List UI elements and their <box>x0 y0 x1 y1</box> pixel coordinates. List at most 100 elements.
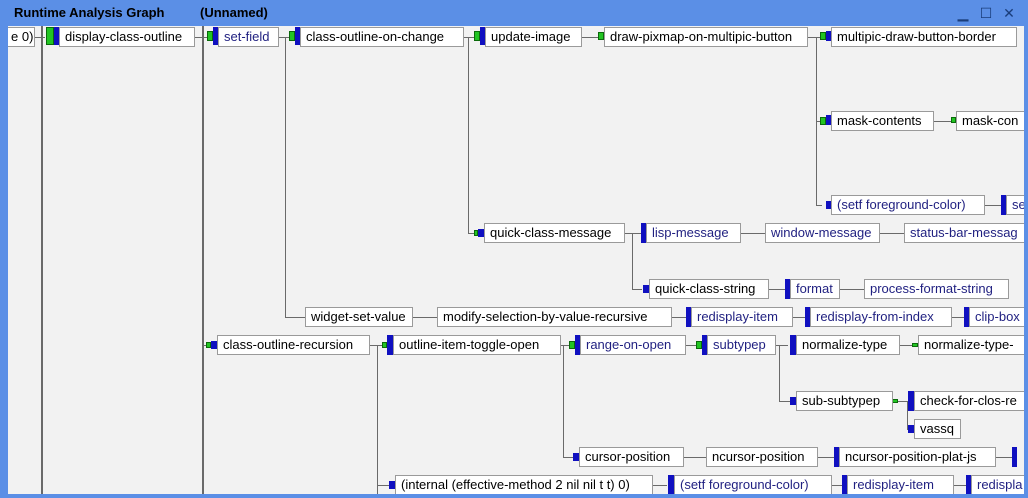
node-marker <box>480 27 485 45</box>
connector-line <box>741 233 765 234</box>
graph-node[interactable]: (internal (effective-method 2 nil nil t … <box>395 475 653 494</box>
connector-line <box>934 121 956 122</box>
graph-node[interactable]: window-message <box>765 223 880 243</box>
graph-node[interactable]: class-outline-on-change <box>300 27 464 47</box>
graph-node[interactable]: redisplay-item <box>847 475 954 494</box>
graph-node[interactable]: redisplay-item <box>691 307 793 327</box>
maximize-icon[interactable]: ☐ <box>979 5 993 21</box>
node-marker <box>382 342 387 348</box>
graph-node[interactable]: vassq <box>914 419 961 439</box>
graph-node[interactable]: display-class-outline <box>59 27 195 47</box>
connector-line <box>563 345 564 457</box>
title-bar[interactable]: Runtime Analysis Graph (Unnamed) ▁ ☐ ✕ <box>0 0 1028 26</box>
graph-node[interactable]: e 0) <box>8 27 35 47</box>
node-marker <box>289 31 295 41</box>
connector-line <box>900 345 912 346</box>
connector-line <box>952 317 964 318</box>
connector-line <box>769 289 785 290</box>
graph-node[interactable]: process-format-string <box>864 279 1009 299</box>
connector-line <box>468 37 469 233</box>
node-marker <box>820 117 826 125</box>
graph-node[interactable]: set-field <box>218 27 279 47</box>
graph-node[interactable]: update-image <box>485 27 582 47</box>
graph-node[interactable]: class-outline-recursion <box>217 335 370 355</box>
connector-line <box>779 401 791 402</box>
node-marker <box>387 335 393 355</box>
graph-node[interactable]: clip-box <box>969 307 1024 327</box>
graph-node[interactable]: subtypep <box>707 335 776 355</box>
graph-node[interactable]: check-for-clos-re <box>914 391 1024 411</box>
graph-node[interactable]: mask-contents <box>831 111 934 131</box>
graph-node[interactable]: se <box>1006 195 1024 215</box>
graph-node[interactable]: status-bar-messag <box>904 223 1024 243</box>
connector-line <box>464 37 474 38</box>
connector-line <box>832 485 842 486</box>
graph-node[interactable]: redispla <box>971 475 1024 494</box>
connector-line <box>653 485 667 486</box>
node-marker <box>1001 195 1006 215</box>
graph-node[interactable]: outline-item-toggle-open <box>393 335 561 355</box>
connector-line <box>377 485 389 486</box>
connector-line <box>684 457 706 458</box>
graph-node[interactable]: draw-pixmap-on-multipic-button <box>604 27 808 47</box>
connector-line <box>377 345 378 494</box>
node-marker <box>790 397 796 405</box>
connector-line <box>779 345 780 401</box>
node-marker <box>686 307 691 327</box>
graph-node[interactable]: widget-set-value <box>305 307 413 327</box>
graph-node[interactable]: mask-con <box>956 111 1024 131</box>
connector-line <box>563 457 573 458</box>
graph-node[interactable]: range-on-open <box>580 335 686 355</box>
graph-node[interactable]: lisp-message <box>646 223 741 243</box>
graph-node[interactable]: quick-class-message <box>484 223 625 243</box>
node-marker <box>826 31 831 41</box>
node-marker <box>908 391 914 411</box>
graph-node[interactable]: (setf foreground-color) <box>831 195 985 215</box>
node-marker <box>912 343 918 347</box>
graph-node[interactable]: sub-subtypep <box>796 391 893 411</box>
node-marker <box>569 341 575 349</box>
connector-line <box>686 345 698 346</box>
minimize-icon[interactable]: ▁ <box>957 5 969 21</box>
graph-node[interactable]: redisplay-from-index <box>810 307 952 327</box>
graph-node[interactable]: quick-class-string <box>649 279 769 299</box>
connector-line <box>818 457 834 458</box>
connector-line <box>985 205 1001 206</box>
node-marker <box>598 32 604 40</box>
node-marker <box>478 229 484 237</box>
graph-node[interactable]: normalize-type <box>796 335 900 355</box>
connector-line <box>35 37 45 38</box>
connector-line <box>279 37 289 38</box>
connector-line <box>582 37 604 38</box>
connector-line <box>907 401 908 429</box>
connector-line <box>776 345 788 346</box>
graph-canvas[interactable]: e 0) display-class-outline set-field cla… <box>8 26 1024 494</box>
connector-line <box>625 233 641 234</box>
connector-line <box>996 457 1012 458</box>
window-border-right <box>1024 26 1028 494</box>
node-marker <box>964 307 969 327</box>
node-marker <box>834 447 839 467</box>
graph-node[interactable]: ncursor-position <box>706 447 818 467</box>
graph-node[interactable]: multipic-draw-button-border <box>831 27 1017 47</box>
graph-node[interactable]: cursor-position <box>579 447 684 467</box>
connector-line <box>370 345 382 346</box>
graph-node[interactable]: modify-selection-by-value-recursive <box>437 307 672 327</box>
node-marker <box>474 31 480 41</box>
graph-node[interactable]: normalize-type- <box>918 335 1024 355</box>
graph-node[interactable]: (setf foreground-color) <box>674 475 832 494</box>
connector-line <box>413 317 437 318</box>
connector-line <box>840 289 864 290</box>
node-marker <box>790 335 796 355</box>
node-marker <box>805 307 810 327</box>
connector-line <box>880 233 904 234</box>
node-marker <box>696 341 702 349</box>
graph-node[interactable]: format <box>790 279 840 299</box>
node-marker <box>643 285 649 293</box>
node-marker <box>211 341 217 349</box>
node-marker <box>826 115 831 125</box>
graph-node[interactable]: ncursor-position-plat-js <box>839 447 996 467</box>
close-icon[interactable]: ✕ <box>1003 5 1015 21</box>
node-marker <box>842 475 847 494</box>
